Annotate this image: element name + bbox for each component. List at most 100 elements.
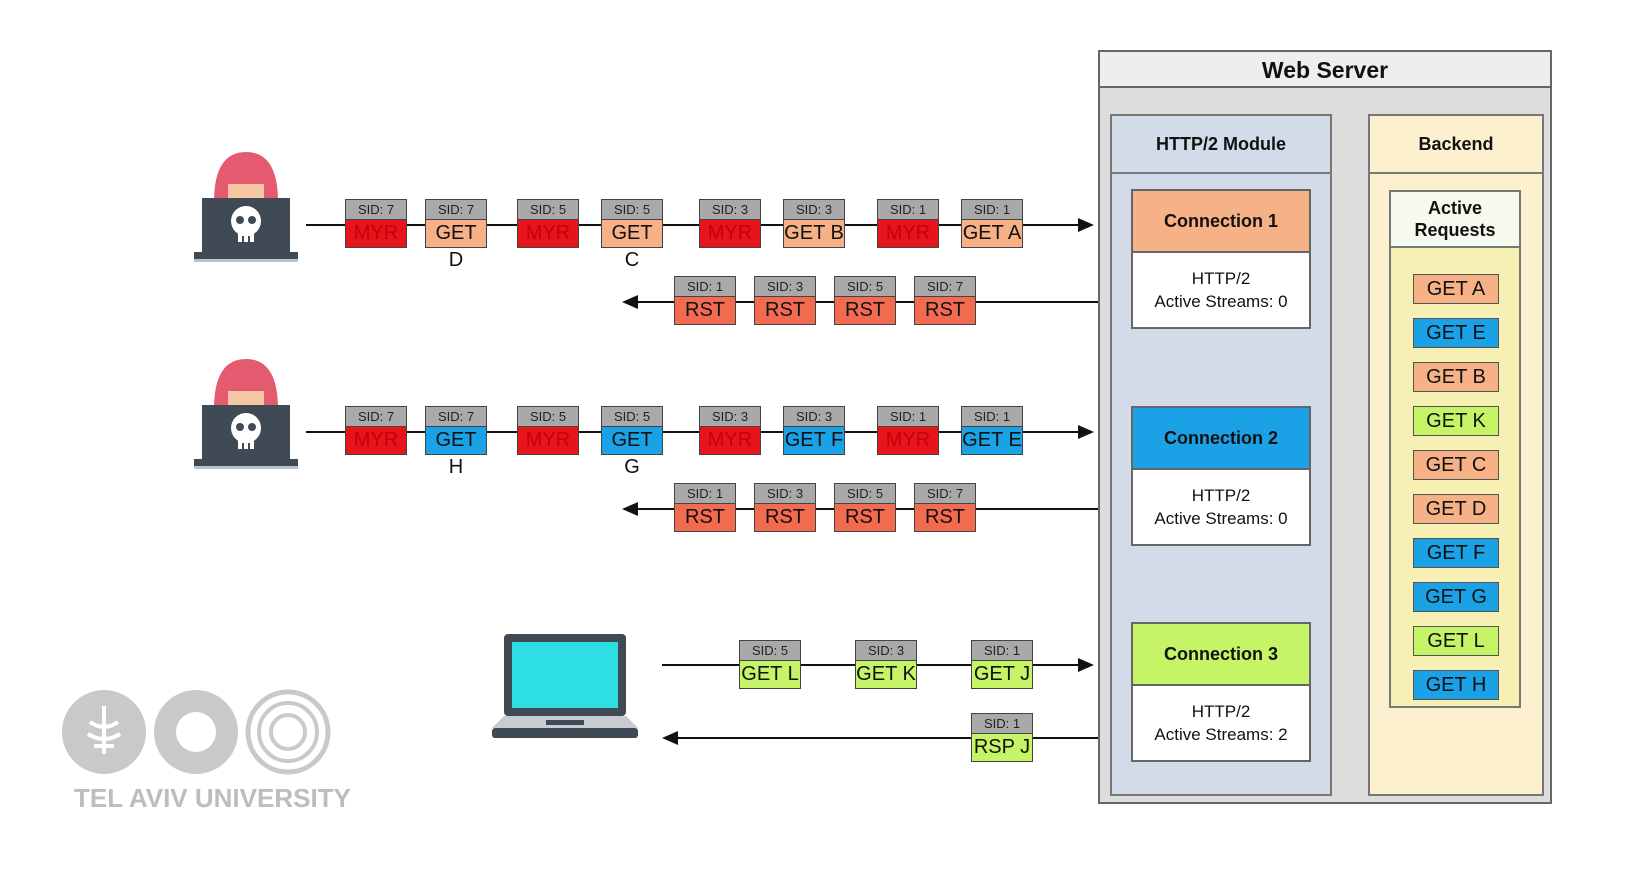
stream-id-label: SID: 7: [345, 199, 407, 219]
frame-type-label: MYR: [517, 426, 579, 455]
stream-id-label: SID: 1: [961, 199, 1023, 219]
frame-type-label: RST: [834, 296, 896, 325]
frame-type-label: GET H: [425, 426, 487, 478]
stream-id-label: SID: 5: [739, 640, 801, 660]
connection-3-streams: Active Streams: 2: [1154, 725, 1288, 744]
stream-id-label: SID: 5: [517, 406, 579, 426]
frame-type-label: GET J: [971, 660, 1033, 689]
frame-type-label: GET D: [425, 219, 487, 271]
frame-type-label: RSP J: [971, 733, 1033, 762]
active-request-item: GET C: [1413, 450, 1499, 480]
attacker-icon: [192, 357, 300, 475]
connection-2-body: HTTP/2 Active Streams: 0: [1133, 470, 1309, 544]
university-name: TEL AVIV UNIVERSITY: [74, 783, 351, 813]
frame-type-label: RST: [754, 503, 816, 532]
active-request-item: GET K: [1413, 406, 1499, 436]
frame-type-label: MYR: [517, 219, 579, 248]
stream-id-label: SID: 3: [855, 640, 917, 660]
active-request-item: GET L: [1413, 626, 1499, 656]
arrow-head-right-icon: [1078, 658, 1094, 672]
frame-type-label: GET K: [855, 660, 917, 689]
connection-3-body: HTTP/2 Active Streams: 2: [1133, 686, 1309, 760]
connection-3-protocol: HTTP/2: [1191, 702, 1251, 721]
stream-id-label: SID: 3: [754, 276, 816, 296]
active-request-item: GET G: [1413, 582, 1499, 612]
attacker-icon: [192, 150, 300, 268]
active-request-item: GET H: [1413, 670, 1499, 700]
connection-1: Connection 1 HTTP/2 Active Streams: 0: [1131, 189, 1311, 329]
stream-id-label: SID: 3: [699, 406, 761, 426]
connection-1-streams: Active Streams: 0: [1154, 292, 1288, 311]
active-request-item: GET F: [1413, 538, 1499, 568]
connection-2-streams: Active Streams: 0: [1154, 509, 1288, 528]
connection-3-header: Connection 3: [1133, 624, 1309, 686]
stream-id-label: SID: 1: [971, 640, 1033, 660]
stream-id-label: SID: 3: [699, 199, 761, 219]
frame-type-label: RST: [914, 296, 976, 325]
frame-type-label: RST: [754, 296, 816, 325]
backend-title: Backend: [1370, 116, 1542, 174]
stream-id-label: SID: 7: [345, 406, 407, 426]
stream-id-label: SID: 5: [834, 483, 896, 503]
frame-type-label: GET A: [961, 219, 1023, 248]
frame-type-label: MYR: [699, 426, 761, 455]
connection-2: Connection 2 HTTP/2 Active Streams: 0: [1131, 406, 1311, 546]
stream-id-label: SID: 1: [971, 713, 1033, 733]
stream-id-label: SID: 1: [961, 406, 1023, 426]
active-request-item: GET D: [1413, 494, 1499, 524]
frame-type-label: RST: [834, 503, 896, 532]
arrow-head-left-icon: [662, 731, 678, 745]
frame-type-label: GET L: [739, 660, 801, 689]
frame-type-label: GET G: [601, 426, 663, 478]
frame-type-label: GET E: [961, 426, 1023, 455]
stream-id-label: SID: 1: [877, 199, 939, 219]
active-request-item: GET B: [1413, 362, 1499, 392]
frame-type-label: MYR: [877, 219, 939, 248]
request-arrow-line: [306, 224, 1080, 226]
frame-type-label: RST: [674, 296, 736, 325]
stream-id-label: SID: 5: [601, 199, 663, 219]
active-requests-title: Active Requests: [1391, 192, 1519, 248]
frame-type-label: MYR: [699, 219, 761, 248]
stream-id-label: SID: 7: [914, 276, 976, 296]
frame-type-label: RST: [674, 503, 736, 532]
stream-id-label: SID: 5: [517, 199, 579, 219]
frame-type-label: GET C: [601, 219, 663, 271]
laptop-icon: [490, 632, 640, 748]
stream-id-label: SID: 5: [834, 276, 896, 296]
frame-type-label: GET F: [783, 426, 845, 455]
connection-1-protocol: HTTP/2: [1191, 269, 1251, 288]
stream-id-label: SID: 7: [914, 483, 976, 503]
stream-id-label: SID: 1: [674, 276, 736, 296]
connection-1-header: Connection 1: [1133, 191, 1309, 253]
frame-type-label: RST: [914, 503, 976, 532]
connection-1-body: HTTP/2 Active Streams: 0: [1133, 253, 1309, 327]
stream-id-label: SID: 5: [601, 406, 663, 426]
stream-id-label: SID: 3: [783, 199, 845, 219]
